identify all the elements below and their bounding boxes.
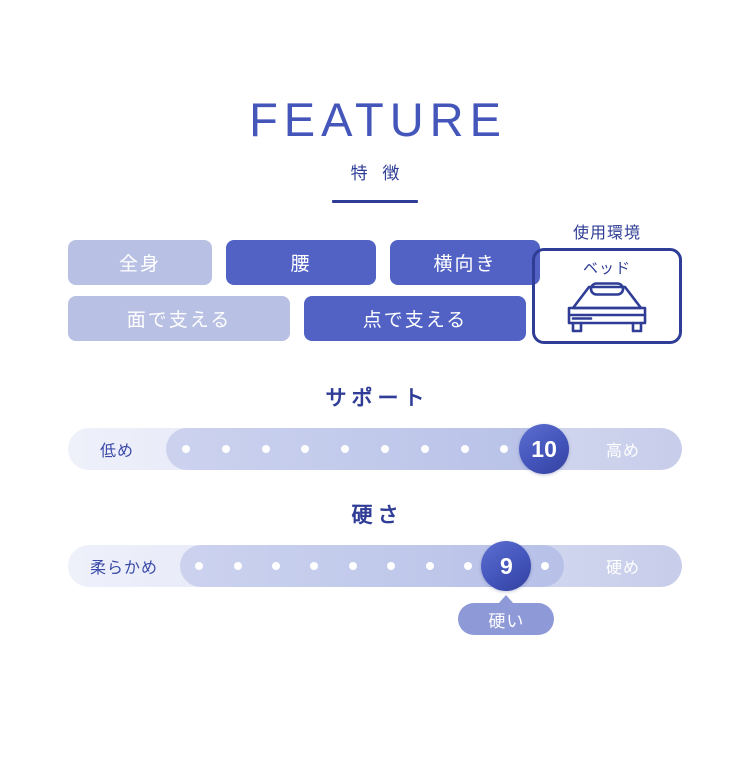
scale-dot [261, 445, 270, 453]
scale-dot [500, 445, 509, 453]
usage-environment-value: ベッド [582, 260, 631, 277]
scale-dot [221, 445, 230, 453]
hardness-slider-section: 硬さ 柔らかめ 硬め 9 硬い [0, 499, 750, 635]
tag-ten-de-sasaeru[interactable]: 点で支える [304, 296, 526, 341]
hardness-left-label: 柔らかめ [89, 560, 158, 577]
usage-environment: 使用環境 ベッド [532, 219, 682, 344]
title-underline [332, 200, 418, 203]
tag-zenshin[interactable]: 全身 [68, 240, 212, 285]
hardness-tooltip: 硬い [458, 595, 555, 635]
support-right-label: 高め [605, 443, 640, 460]
usage-environment-label: 使用環境 [572, 225, 641, 242]
tag-koshi[interactable]: 腰 [226, 240, 376, 285]
scale-dot [310, 562, 319, 570]
scale-dot [233, 562, 242, 570]
tag-yokomuki[interactable]: 横向き [390, 240, 540, 285]
scale-dot [387, 562, 396, 570]
tag-men-de-sasaeru[interactable]: 面で支える [68, 296, 290, 341]
support-knob[interactable]: 10 [519, 424, 570, 474]
scale-dot [301, 445, 310, 453]
scale-dot [540, 562, 549, 570]
support-slider[interactable]: 低め 高め 10 [68, 424, 682, 474]
usage-environment-box: ベッド [532, 248, 682, 344]
scale-dot [420, 445, 429, 453]
feature-tag-group: 全身 腰 横向き 面で支える 点で支える [68, 240, 682, 352]
support-left-label: 低め [99, 443, 134, 460]
scale-dot [181, 445, 190, 453]
support-heading: サポート [325, 387, 430, 410]
page-header: FEATURE 特 徴 [0, 96, 750, 203]
scale-dot [464, 562, 472, 570]
tooltip-arrow-icon [498, 595, 515, 604]
hardness-right-label: 硬め [605, 560, 640, 577]
hardness-slider[interactable]: 柔らかめ 硬め 9 硬い [68, 541, 682, 635]
scale-dot [348, 562, 357, 570]
support-track-fill [166, 428, 564, 470]
feature-tag-row-1: 全身 腰 横向き [68, 240, 682, 285]
scale-dot [272, 562, 280, 570]
hardness-knob[interactable]: 9 [481, 541, 532, 591]
scale-dot [195, 562, 204, 570]
scale-dot [425, 562, 434, 570]
support-slider-section: サポート 低め 高め 10 [0, 382, 750, 474]
bed-icon [567, 282, 647, 333]
feature-tag-row-2: 面で支える 点で支える [68, 296, 682, 341]
page-subtitle: 特 徴 [350, 164, 405, 183]
page-title: FEATURE [249, 93, 507, 146]
scale-dot [341, 445, 350, 453]
scale-dot [380, 445, 389, 453]
hardness-heading: 硬さ [351, 504, 404, 527]
hardness-tooltip-label: 硬い [488, 611, 525, 631]
scale-dot [460, 445, 469, 453]
